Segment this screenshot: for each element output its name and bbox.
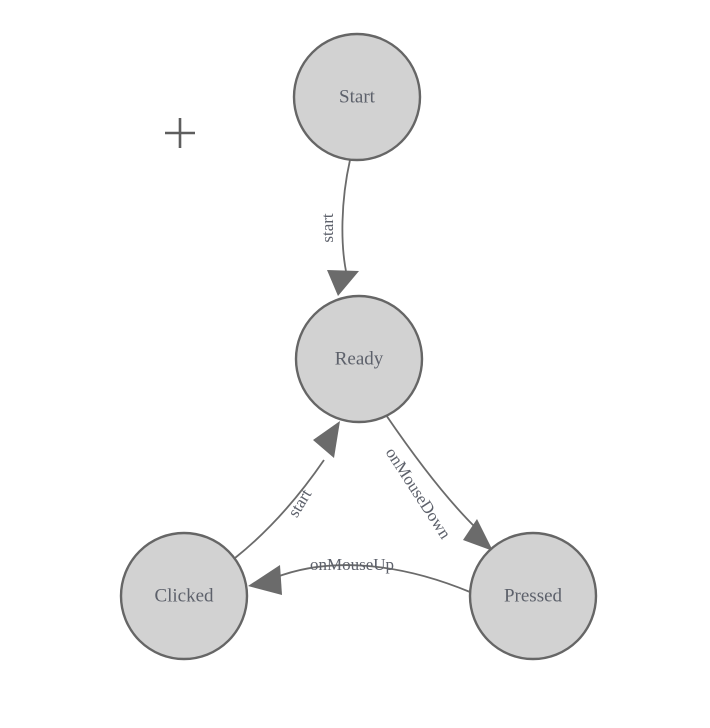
arrowhead-into-ready-from-clicked	[313, 421, 340, 458]
node-ready-circle	[294, 294, 424, 424]
arrowhead-into-ready-from-start	[327, 270, 359, 296]
edge-label-start: start	[318, 213, 337, 243]
edge-start-to-ready[interactable]: start	[318, 159, 359, 296]
edge-label-start-return: start	[284, 486, 316, 521]
node-clicked-circle	[119, 531, 249, 661]
node-start-circle	[292, 32, 422, 162]
edge-path-start-to-ready	[341, 159, 351, 277]
edge-clicked-to-ready[interactable]: start	[234, 421, 340, 559]
node-clicked-label: Clicked	[154, 585, 214, 606]
node-clicked[interactable]: Clicked	[119, 531, 249, 661]
node-pressed-circle	[468, 531, 598, 661]
arrowhead-into-pressed	[463, 519, 493, 551]
edge-path-ready-to-pressed	[385, 414, 479, 531]
edge-path-pressed-to-clicked	[273, 564, 471, 593]
node-ready-label: Ready	[335, 348, 384, 369]
edge-path-clicked-to-ready	[234, 459, 325, 559]
edge-pressed-to-clicked[interactable]: onMouseUp	[248, 555, 471, 595]
crosshair-icon	[165, 118, 195, 148]
arrowhead-into-clicked	[248, 565, 282, 595]
node-start-label: Start	[339, 86, 376, 107]
node-pressed-label: Pressed	[504, 585, 563, 606]
node-pressed[interactable]: Pressed	[468, 531, 598, 661]
node-ready[interactable]: Ready	[294, 294, 424, 424]
edge-ready-to-pressed[interactable]: onMouseDown	[382, 414, 493, 551]
edge-label-onmouseup: onMouseUp	[310, 555, 394, 574]
node-start[interactable]: Start	[292, 32, 422, 162]
